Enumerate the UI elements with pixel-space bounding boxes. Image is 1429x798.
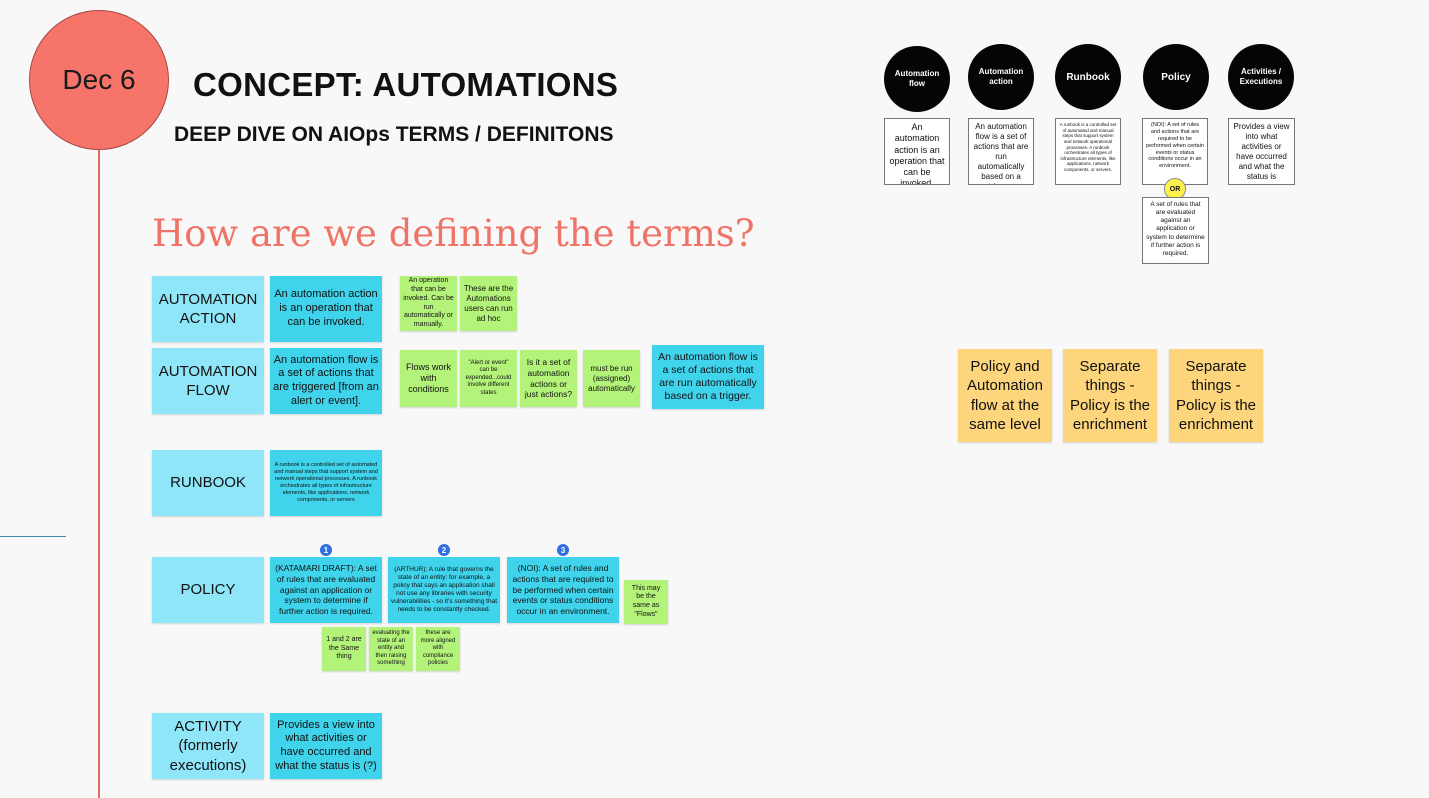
term-automation-action[interactable]: AUTOMATION ACTION — [152, 276, 264, 342]
badge-1: 1 — [320, 544, 332, 556]
sticky-policy-note-c[interactable]: these are more aligned with compliance p… — [416, 627, 460, 671]
definition-policy-1[interactable]: (KATAMARI DRAFT): A set of rules that ar… — [270, 557, 382, 623]
sticky-flow-note-2[interactable]: "Alert or event" can be expended...could… — [460, 350, 517, 407]
definition-policy-3[interactable]: (NOI): A set of rules and actions that a… — [507, 557, 619, 623]
page-subtitle[interactable]: DEEP DIVE ON AIOps TERMS / DEFINITONS — [174, 123, 614, 146]
sticky-yellow-2[interactable]: Separate things - Policy is the enrichme… — [1063, 349, 1157, 442]
sticky-flow-note-3[interactable]: Is it a set of automation actions or jus… — [520, 350, 577, 407]
divider-line — [0, 536, 66, 537]
page-title[interactable]: CONCEPT: AUTOMATIONS — [193, 66, 619, 103]
glossary-def-policy[interactable]: (NOI): A set of rules and actions that a… — [1142, 118, 1208, 185]
date-label: Dec 6 — [62, 64, 136, 95]
section-question[interactable]: How are we defining the terms? — [152, 212, 755, 255]
badge-3: 3 — [557, 544, 569, 556]
term-automation-flow[interactable]: AUTOMATION FLOW — [152, 348, 264, 414]
glossary-header-runbook[interactable]: Runbook — [1055, 44, 1121, 110]
glossary-def-policy-alt[interactable]: A set of rules that are evaluated agains… — [1142, 197, 1209, 264]
badge-2: 2 — [438, 544, 450, 556]
sticky-flow-note-4[interactable]: must be run (assigned) automatically — [583, 350, 640, 407]
sticky-policy-note-a[interactable]: 1 and 2 are the Same thing — [322, 627, 366, 671]
date-circle[interactable]: Dec 6 — [29, 10, 169, 150]
glossary-header-automation-action[interactable]: Automation action — [968, 44, 1034, 110]
definition-automation-flow[interactable]: An automation flow is a set of actions t… — [270, 348, 382, 414]
definition-activity[interactable]: Provides a view into what activities or … — [270, 713, 382, 779]
sticky-flow-note-1[interactable]: Flows work with conditions — [400, 350, 457, 407]
glossary-def-automation-flow[interactable]: An automation action is an operation tha… — [884, 118, 950, 185]
definition-automation-action[interactable]: An automation action is an operation tha… — [270, 276, 382, 342]
definition-automation-flow-alt[interactable]: An automation flow is a set of actions t… — [652, 345, 764, 409]
term-policy[interactable]: POLICY — [152, 557, 264, 623]
glossary-def-runbook[interactable]: A runbook is a controlled set of automat… — [1055, 118, 1121, 185]
glossary-def-activities[interactable]: Provides a view into what activities or … — [1228, 118, 1295, 185]
sticky-action-note-1[interactable]: An operation that can be invoked. Can be… — [400, 276, 457, 331]
term-runbook[interactable]: RUNBOOK — [152, 450, 264, 516]
glossary-header-automation-flow[interactable]: Automation flow — [884, 46, 950, 112]
glossary-def-automation-action[interactable]: An automation flow is a set of actions t… — [968, 118, 1034, 185]
timeline-line — [98, 150, 100, 798]
term-activity[interactable]: ACTIVITY (formerly executions) — [152, 713, 264, 779]
sticky-action-note-2[interactable]: These are the Automations users can run … — [460, 276, 517, 331]
sticky-policy-same-as-flows[interactable]: This may be the same as "Flows" — [624, 580, 668, 624]
glossary-header-policy[interactable]: Policy — [1143, 44, 1209, 110]
definition-policy-2[interactable]: (ARTHUR): A rule that governs the state … — [388, 557, 500, 623]
glossary-header-activities[interactable]: Activities / Executions — [1228, 44, 1294, 110]
sticky-yellow-3[interactable]: Separate things - Policy is the enrichme… — [1169, 349, 1263, 442]
sticky-policy-note-b[interactable]: evaluating the state of an entity and th… — [369, 627, 413, 671]
sticky-yellow-1[interactable]: Policy and Automation flow at the same l… — [958, 349, 1052, 442]
definition-runbook[interactable]: A runbook is a controlled set of automat… — [270, 450, 382, 516]
